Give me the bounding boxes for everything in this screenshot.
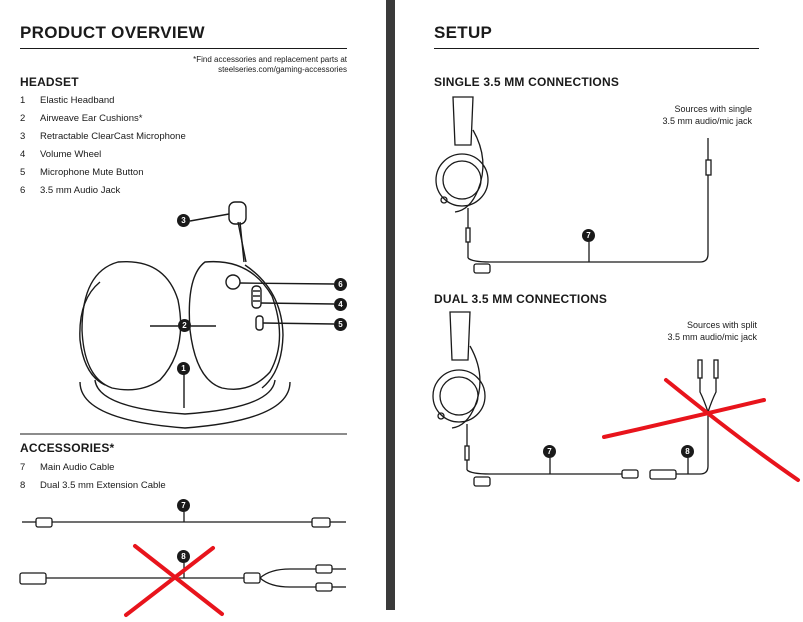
left-earcup xyxy=(81,260,182,391)
setup-callout-8: 8 xyxy=(681,445,694,458)
accessory-item: 8 Dual 3.5 mm Extension Cable xyxy=(20,480,166,491)
headset-item: 3 Retractable ClearCast Microphone xyxy=(20,131,186,142)
note-line-2: steelseries.com/gaming-accessories xyxy=(218,65,347,74)
item-number: 1 xyxy=(20,95,26,106)
headset-item: 6 3.5 mm Audio Jack xyxy=(20,185,120,196)
callout-4: 4 xyxy=(334,298,347,311)
item-number: 6 xyxy=(20,185,26,196)
dual-label-line-2: 3.5 mm audio/mic jack xyxy=(667,332,757,342)
item-label: Elastic Headband xyxy=(40,95,115,106)
red-cross-marks xyxy=(124,378,800,617)
setup-title: SETUP xyxy=(434,23,493,42)
headset-item: 5 Microphone Mute Button xyxy=(20,167,144,178)
item-label: Volume Wheel xyxy=(40,149,102,160)
item-number: 8 xyxy=(20,480,26,491)
headband-outer xyxy=(79,381,291,429)
item-label: Microphone Mute Button xyxy=(40,167,144,178)
product-overview-title: PRODUCT OVERVIEW xyxy=(20,23,205,42)
item-label: Retractable ClearCast Microphone xyxy=(40,131,186,142)
accessories-heading: ACCESSORIES* xyxy=(20,441,115,455)
callout-3: 3 xyxy=(177,214,190,227)
page-divider xyxy=(386,0,395,610)
title-rule xyxy=(20,48,347,49)
item-number: 2 xyxy=(20,113,26,124)
item-label: 3.5 mm Audio Jack xyxy=(40,185,121,196)
single-label-line-2: 3.5 mm audio/mic jack xyxy=(662,116,752,126)
single-label-line-1: Sources with single xyxy=(674,104,752,114)
item-number: 7 xyxy=(20,462,26,473)
callout-1: 1 xyxy=(177,362,190,375)
callout-8: 8 xyxy=(177,550,190,563)
callout-5: 5 xyxy=(334,318,347,331)
dual-connections-heading: DUAL 3.5 MM CONNECTIONS xyxy=(434,292,608,306)
headset-item: 4 Volume Wheel xyxy=(20,149,101,160)
item-number: 4 xyxy=(20,149,26,160)
setup-callout-7a: 7 xyxy=(582,229,595,242)
headband-inner xyxy=(94,379,276,415)
headset-heading: HEADSET xyxy=(20,75,79,89)
item-label: Main Audio Cable xyxy=(40,462,115,473)
item-label: Dual 3.5 mm Extension Cable xyxy=(40,480,166,491)
callout-7: 7 xyxy=(177,499,190,512)
item-label: Airweave Ear Cushions* xyxy=(40,113,143,124)
headset-item: 2 Airweave Ear Cushions* xyxy=(20,113,142,124)
single-source-label: Sources with single 3.5 mm audio/mic jac… xyxy=(600,103,752,127)
item-number: 3 xyxy=(20,131,26,142)
accessories-note: *Find accessories and replacement parts … xyxy=(150,55,347,75)
headset-item: 1 Elastic Headband xyxy=(20,95,114,106)
callout-2: 2 xyxy=(178,319,191,332)
note-line-1: *Find accessories and replacement parts … xyxy=(193,55,347,64)
setup-rule xyxy=(434,48,759,49)
setup-callout-7b: 7 xyxy=(543,445,556,458)
callout-6: 6 xyxy=(334,278,347,291)
item-number: 5 xyxy=(20,167,26,178)
dual-source-label: Sources with split 3.5 mm audio/mic jack xyxy=(600,319,757,343)
accessory-item: 7 Main Audio Cable xyxy=(20,462,114,473)
dual-label-line-1: Sources with split xyxy=(686,320,757,330)
single-connections-heading: SINGLE 3.5 MM CONNECTIONS xyxy=(434,75,620,89)
